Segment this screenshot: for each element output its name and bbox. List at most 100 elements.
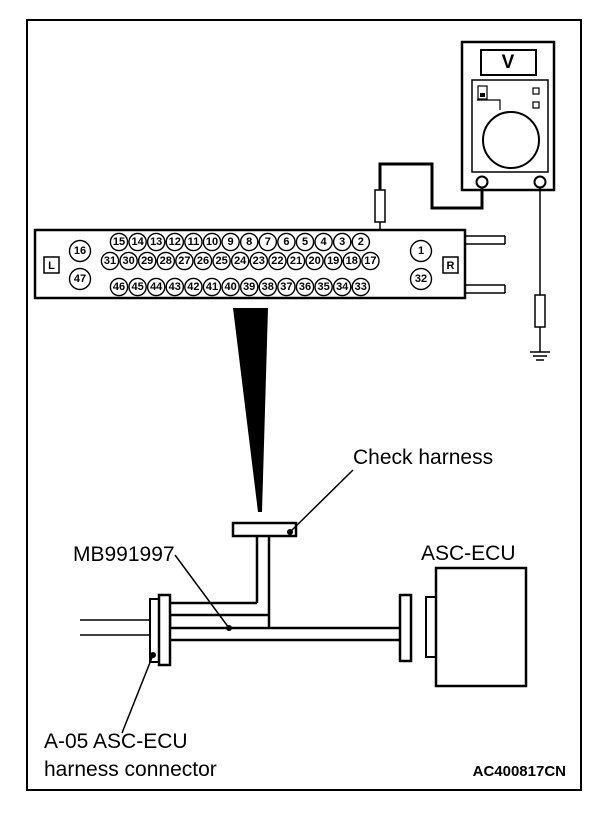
pin-label-29: 29 xyxy=(141,255,153,267)
pin-label-21: 21 xyxy=(290,255,302,267)
pin-circle-7 xyxy=(258,232,278,252)
pin-circle-28 xyxy=(156,251,176,271)
pin-circle-33 xyxy=(351,277,371,297)
pin-label-19: 19 xyxy=(327,255,339,267)
pin-circle-30 xyxy=(119,251,138,271)
check-harness xyxy=(231,521,298,615)
ecu-label: ASC-ECU xyxy=(421,542,516,565)
pin-label-32: 32 xyxy=(415,273,427,285)
pin-circle-20 xyxy=(305,251,324,271)
pin-circle-13 xyxy=(146,232,166,252)
pin-circle-47 xyxy=(68,267,92,291)
pin-circle-32 xyxy=(409,267,433,291)
meter-dial xyxy=(482,111,540,169)
check-harness-plug xyxy=(231,521,298,538)
pin-label-34: 34 xyxy=(336,281,349,293)
pin-label-1: 1 xyxy=(418,245,424,257)
pin-circle-24 xyxy=(230,251,250,271)
pin-label-44: 44 xyxy=(150,281,163,293)
pin-label-37: 37 xyxy=(280,281,292,293)
a05-harness-connector xyxy=(80,593,172,667)
pin-circle-6 xyxy=(277,232,296,252)
pin-circle-8 xyxy=(239,232,259,252)
check-harness-label: Check harness xyxy=(353,446,493,469)
pin-label-24: 24 xyxy=(234,255,247,267)
pin-label-17: 17 xyxy=(364,255,376,267)
pin-label-12: 12 xyxy=(169,236,181,248)
pin-circle-27 xyxy=(175,251,194,271)
pin-label-38: 38 xyxy=(262,281,274,293)
pin-circle-21 xyxy=(286,251,306,271)
pin-label-30: 30 xyxy=(122,255,134,267)
pin-circle-16 xyxy=(68,239,92,263)
pin-circle-23 xyxy=(249,251,269,271)
figure-frame xyxy=(26,19,582,791)
pin-circle-15 xyxy=(109,232,129,252)
voltmeter-display xyxy=(480,49,537,76)
pin-circle-25 xyxy=(212,251,231,271)
pin-label-4: 4 xyxy=(321,236,328,248)
connector-label-line1: A-05 ASC-ECU xyxy=(44,730,188,753)
pin-label-28: 28 xyxy=(160,255,172,267)
pin-circle-38 xyxy=(258,277,278,297)
pin-circle-43 xyxy=(165,277,185,297)
pin-label-23: 23 xyxy=(253,255,265,267)
pin-label-7: 7 xyxy=(265,236,271,248)
connector-side-left-badge xyxy=(43,256,60,274)
pin-circle-9 xyxy=(221,232,240,252)
connector-label-line2: harness connector xyxy=(44,758,217,781)
pin-circle-29 xyxy=(137,251,157,271)
pin-circle-41 xyxy=(202,277,222,297)
voltmeter-unit: V xyxy=(502,52,515,73)
pin-circle-34 xyxy=(332,277,352,297)
meter-indicator xyxy=(532,87,540,95)
pin-circle-2 xyxy=(351,232,371,252)
pin-circle-26 xyxy=(193,251,213,271)
pin-circle-11 xyxy=(184,232,203,252)
tool-label: MB991997 xyxy=(73,543,175,566)
pin-circle-31 xyxy=(100,251,120,271)
pin-label-14: 14 xyxy=(131,236,144,248)
pin-label-33: 33 xyxy=(355,281,367,293)
pin-circle-18 xyxy=(342,251,362,271)
pin-circle-19 xyxy=(323,251,343,271)
tool-callout xyxy=(174,554,232,631)
pin-label-16: 16 xyxy=(74,245,86,257)
pin-circle-22 xyxy=(268,251,287,271)
pin-label-45: 45 xyxy=(131,281,143,293)
pin-circle-35 xyxy=(314,277,333,297)
pin-label-43: 43 xyxy=(169,281,181,293)
ground-lead xyxy=(534,188,546,352)
pin-label-2: 2 xyxy=(358,236,364,248)
pin-circle-5 xyxy=(295,232,315,252)
adapter-harness xyxy=(168,593,413,663)
pin-label-42: 42 xyxy=(187,281,199,293)
asc-ecu-unit xyxy=(425,566,528,688)
ground-symbol-icon xyxy=(530,351,550,361)
meter-small-switch xyxy=(477,85,488,100)
meter-terminal-negative xyxy=(533,175,547,189)
voltmeter: V xyxy=(460,40,556,192)
pin-label-47: 47 xyxy=(74,273,86,285)
connector-side-left: L xyxy=(48,260,55,272)
connector-callout xyxy=(121,652,156,734)
pin-circle-1 xyxy=(409,239,433,263)
pin-label-46: 46 xyxy=(113,281,125,293)
pin-circle-17 xyxy=(361,251,380,271)
pin-label-36: 36 xyxy=(299,281,311,293)
pin-circle-46 xyxy=(109,277,129,297)
pin-label-9: 9 xyxy=(228,236,234,248)
pin-label-40: 40 xyxy=(224,281,236,293)
meter-indicator xyxy=(532,101,540,109)
pin-label-26: 26 xyxy=(197,255,209,267)
pin-circle-3 xyxy=(332,232,352,252)
pin-label-3: 3 xyxy=(339,236,345,248)
pin-label-35: 35 xyxy=(317,281,329,293)
pin-circle-14 xyxy=(128,232,147,252)
pin-label-15: 15 xyxy=(113,236,125,248)
pin-label-11: 11 xyxy=(188,236,200,248)
pin-circle-4 xyxy=(314,232,333,252)
